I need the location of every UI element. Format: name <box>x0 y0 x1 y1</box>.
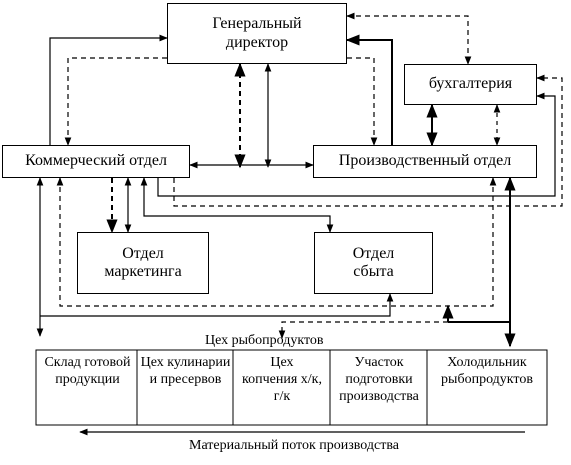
box-production-department: Производственный отдел <box>313 145 537 178</box>
link-commercial-sales-bottom <box>40 293 394 317</box>
box-commercial-department: Коммерческий отдел <box>2 145 190 178</box>
commercial-department-label: Коммерческий отдел <box>25 152 167 170</box>
link-workshop-dashed <box>278 321 448 339</box>
material-flow-label: Материальный поток производства <box>189 438 399 453</box>
box-accounting: бухгалтерия <box>404 64 537 105</box>
workshop-cell-finished-goods-warehouse: Склад готовой продукции <box>44 355 131 387</box>
workshop-cell-culinary-workshop: Цех кулинарии и пресервов <box>140 355 231 387</box>
link-commercial-sales-dashed <box>56 177 497 307</box>
box-general-director: Генеральный директор <box>167 3 347 64</box>
workshop-cell-refrigerator: Холодильник рыбопродуктов <box>441 355 533 387</box>
workshop-cell-smoking-workshop: Цех копчения х/к, г/к <box>242 355 322 404</box>
link-commercial-sales-solid <box>140 177 334 233</box>
production-department-label: Производственный отдел <box>338 152 512 170</box>
link-production-director-solid <box>345 34 393 145</box>
box-sales-department: Отдел сбыта <box>314 232 433 294</box>
sales-department-label: Отдел сбыта <box>352 244 395 280</box>
link-director-commercial-dashed <box>64 57 167 146</box>
link-director-production-dashed <box>347 57 378 146</box>
workshop-title: Цех рыбопродуктов <box>205 333 324 348</box>
box-marketing-department: Отдел маркетинга <box>77 232 209 294</box>
accounting-label: бухгалтерия <box>428 75 513 93</box>
link-commercial-director-solid <box>49 34 168 145</box>
link-director-accounting-dashed <box>346 12 472 65</box>
workshop-table <box>35 349 548 426</box>
marketing-department-label: Отдел маркетинга <box>104 244 182 280</box>
general-director-label: Генеральный директор <box>212 15 302 51</box>
workshop-cell-production-preparation: Участок подготовки производства <box>339 355 419 404</box>
